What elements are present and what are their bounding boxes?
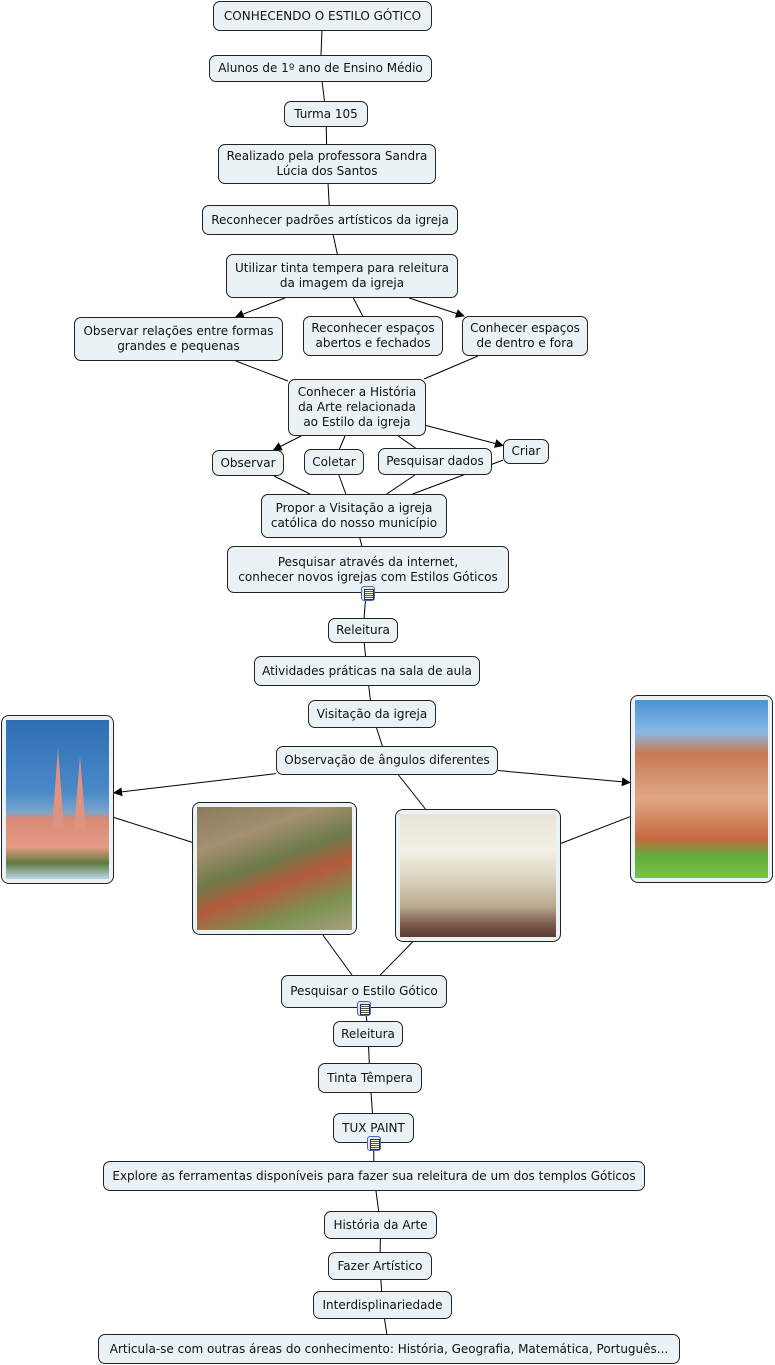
concept-node-tempera-paint[interactable]: Tinta Têmpera [318, 1063, 422, 1093]
image-node-church-interior[interactable] [395, 809, 561, 942]
concept-node-rereading-1[interactable]: Releitura [328, 618, 398, 643]
concept-node-recognize-patterns[interactable]: Reconhecer padrões artísticos da igreja [202, 205, 458, 235]
concept-node-collect[interactable]: Coletar [304, 449, 364, 475]
concept-node-observe[interactable]: Observar [212, 450, 284, 476]
church-aerial-image [197, 807, 352, 930]
connector-n11-n15 [273, 475, 311, 495]
connector-n10-n14 [425, 424, 504, 448]
connector-n17-n18 [363, 642, 367, 657]
concept-node-research-data[interactable]: Pesquisar dados [378, 448, 492, 475]
connector-n10-n12 [339, 435, 346, 450]
concept-node-art-history-2[interactable]: História da Arte [324, 1211, 437, 1239]
connector-n18-n19 [368, 685, 371, 701]
church-facade-image [635, 700, 768, 878]
concept-node-shapes[interactable]: Observar relações entre formas grandes e… [74, 317, 283, 361]
connector-n23-n24 [370, 1092, 373, 1114]
concept-node-rereading-2[interactable]: Releitura [333, 1021, 403, 1047]
connector-n20-img1 [113, 773, 277, 797]
concept-node-open-closed[interactable]: Reconhecer espaços abertos e fechados [303, 316, 443, 356]
attachment-icon[interactable] [357, 1001, 371, 1016]
connector-n10-n11 [272, 435, 302, 451]
map-title-node[interactable]: CONHECENDO O ESTILO GÓTICO [213, 1, 432, 31]
concept-node-create[interactable]: Criar [503, 439, 549, 464]
attachment-icon[interactable] [367, 1136, 381, 1151]
connector-n10-n13 [397, 435, 416, 449]
concept-node-propose-visit[interactable]: Propor a Visitação a igreja católica do … [261, 494, 447, 538]
image-node-church-aerial[interactable] [192, 802, 357, 935]
concept-node-church-visit[interactable]: Visitação da igreja [308, 700, 436, 728]
connector-n1-n2 [320, 30, 323, 56]
connector-n6-n7 [234, 297, 286, 319]
concept-node-internet-research[interactable]: Pesquisar através da internet, conhecer … [227, 546, 509, 593]
concept-node-explore-tools[interactable]: Explore as ferramentas disponíveis para … [103, 1161, 645, 1191]
connector-n22-n23 [368, 1046, 370, 1064]
connector-n27-n28 [380, 1279, 383, 1292]
connector-n13-n15 [386, 474, 416, 495]
connector-img1-img2 [113, 816, 193, 843]
connector-n5-n6 [332, 234, 338, 255]
image-node-church-facade[interactable] [630, 695, 773, 883]
concept-node-teacher[interactable]: Realizado pela professora Sandra Lúcia d… [218, 144, 436, 184]
connector-n7-n10 [235, 360, 289, 382]
connector-n20-img3 [398, 774, 426, 810]
concept-node-class[interactable]: Turma 105 [284, 101, 368, 127]
concept-node-research-gothic[interactable]: Pesquisar o Estilo Gótico [281, 975, 447, 1008]
connector-img3-n21 [379, 941, 414, 976]
connector-n15-n16 [359, 537, 363, 547]
concept-node-practical-activities[interactable]: Atividades práticas na sala de aula [254, 656, 480, 686]
concept-node-angles[interactable]: Observação de ângulos diferentes [276, 746, 498, 775]
attachment-icon[interactable] [361, 586, 375, 601]
connector-n9-n10 [423, 355, 479, 380]
connector-img3-img4 [560, 816, 631, 844]
church-exterior-image [6, 720, 109, 879]
connector-n19-n20 [376, 727, 383, 747]
concept-node-inside-outside[interactable]: Conhecer espaços de dentro e fora [462, 316, 588, 356]
concept-node-art-history[interactable]: Conhecer a História da Arte relacionada … [288, 379, 426, 436]
concept-node-artistic-making[interactable]: Fazer Artístico [328, 1252, 432, 1280]
concept-node-other-areas[interactable]: Articula-se com outras áreas do conhecim… [98, 1334, 680, 1364]
concept-node-tempera[interactable]: Utilizar tinta tempera para releitura da… [226, 254, 458, 298]
connector-n6-n9 [408, 297, 465, 318]
connector-n6-n8 [352, 297, 364, 317]
concept-node-interdisciplinarity[interactable]: Interdisplinariedade [313, 1291, 452, 1319]
connector-n25-n26 [375, 1190, 380, 1212]
connector-n2-n3 [321, 81, 325, 102]
connector-n4-n5 [327, 183, 330, 206]
connector-n28-n29 [384, 1318, 388, 1335]
connector-img2-n21 [322, 934, 353, 976]
image-node-church-exterior[interactable] [1, 715, 114, 884]
connector-n20-img4 [497, 770, 631, 787]
church-interior-image [400, 814, 556, 937]
concept-node-students[interactable]: Alunos de 1º ano de Ensino Médio [209, 55, 432, 82]
connector-n12-n15 [338, 474, 347, 495]
